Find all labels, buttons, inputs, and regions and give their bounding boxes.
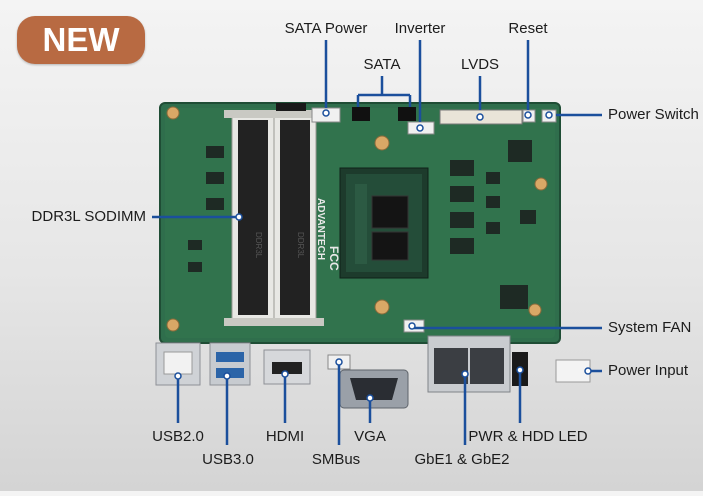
mounting-hole [374, 135, 390, 151]
label-usb2: USB2.0 [152, 428, 204, 445]
label-power-input: Power Input [608, 362, 689, 379]
sata-connector-2 [398, 107, 416, 121]
fcc-marking: FCC [327, 246, 341, 271]
mounting-hole [374, 299, 390, 315]
label-system-fan: System FAN [608, 319, 692, 336]
label-inverter: Inverter [394, 20, 446, 37]
callout-lines [152, 40, 602, 445]
mounting-hole [166, 106, 180, 120]
label-reset: Reset [508, 20, 548, 37]
left-components [188, 146, 224, 272]
label-usb3: USB3.0 [202, 451, 254, 468]
label-hdmi: HDMI [265, 428, 305, 445]
new-badge: NEW [17, 16, 145, 64]
cpu-area [339, 167, 429, 279]
label-vga: VGA [354, 428, 386, 445]
sodimm-marking-a: DDR3L [254, 232, 263, 259]
label-lvds: LVDS [460, 56, 500, 73]
mounting-hole [166, 318, 180, 332]
mounting-hole [528, 303, 542, 317]
mounting-hole [534, 177, 548, 191]
label-sata: SATA [363, 56, 401, 73]
label-gbe: GbE1 & GbE2 [414, 451, 510, 468]
label-power-switch: Power Switch [608, 106, 699, 123]
callout-dots [174, 109, 592, 402]
right-components [450, 140, 536, 309]
sodimm-marking-b: DDR3L [296, 232, 305, 259]
label-sata-power: SATA Power [284, 20, 368, 37]
sata-connector-1 [352, 107, 370, 121]
label-pwr-hdd-led: PWR & HDD LED [468, 428, 588, 445]
usb3-port [209, 342, 251, 386]
label-ddr3l-sodimm: DDR3L SODIMM [31, 208, 146, 225]
brand-marking: ADVANTECH [315, 198, 326, 260]
label-smbus: SMBus [311, 451, 361, 468]
